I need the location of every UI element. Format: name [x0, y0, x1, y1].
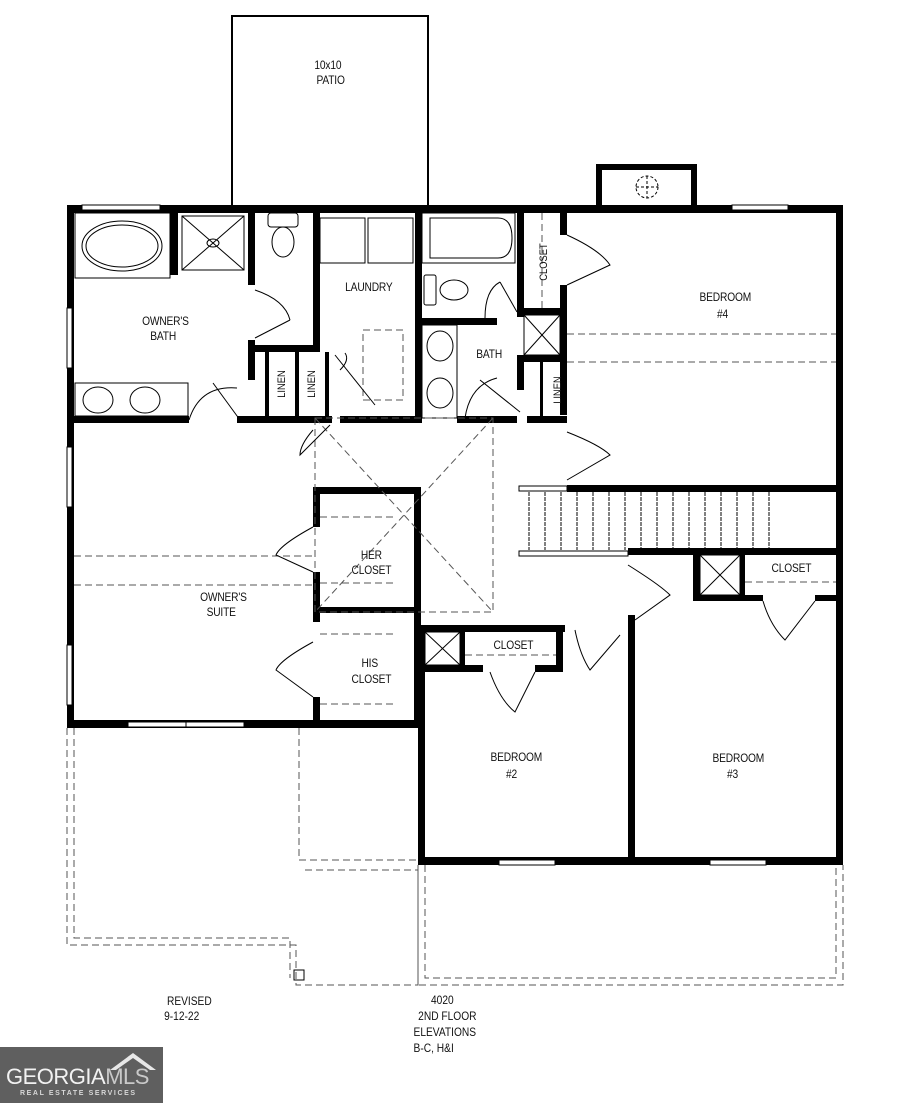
logo-wordmark: GEORGIAMLS [6, 1064, 149, 1090]
her-closet-label-1: HER [360, 548, 382, 562]
bedroom3-closet-label: CLOSET [771, 561, 812, 575]
bedroom4-label-2: #4 [716, 307, 728, 321]
logo-brand-main: GEORGIA [6, 1064, 106, 1089]
linen-label-3: LINEN [552, 376, 565, 404]
bedroom2-closet-label: CLOSET [493, 638, 534, 652]
exterior-walls [67, 205, 843, 865]
her-closet-label-2: CLOSET [351, 563, 392, 577]
revised-date: 9-12-22 [164, 1009, 200, 1023]
owners-bath-label-1: OWNER'S [142, 314, 189, 328]
owners-suite-label-2: SUITE [206, 605, 236, 619]
his-closet-label-2: CLOSET [351, 672, 392, 686]
revised-label: REVISED [166, 994, 212, 1008]
staircase [518, 485, 770, 557]
owners-bath-label-2: BATH [150, 329, 177, 343]
linen-label-1: LINEN [276, 370, 289, 398]
elevations-value: B-C, H&I [413, 1041, 454, 1055]
dashed-lines [66, 213, 844, 986]
patio-size-label: 10x10 [314, 58, 342, 72]
laundry-label: LAUNDRY [345, 280, 393, 294]
bedroom2-label-2: #2 [505, 767, 517, 781]
patio-outline [231, 15, 429, 207]
bath-label: BATH [476, 347, 503, 361]
floor-label: 2ND FLOOR [418, 1009, 477, 1023]
bedroom4-label-1: BEDROOM [699, 290, 752, 304]
georgia-mls-logo: GEORGIAMLS REAL ESTATE SERVICES [0, 1047, 163, 1103]
plan-number: 4020 [431, 993, 454, 1007]
owners-suite-label-1: OWNER'S [200, 590, 247, 604]
logo-brand-accent: MLS [105, 1064, 149, 1089]
patio-label: PATIO [316, 73, 345, 87]
hall-closet-label: CLOSET [538, 243, 551, 281]
interior-walls [67, 205, 843, 860]
bedroom3-label-1: BEDROOM [712, 751, 765, 765]
logo-tagline: REAL ESTATE SERVICES [20, 1090, 137, 1097]
elevations-label: ELEVATIONS [413, 1025, 477, 1039]
his-closet-label-1: HIS [361, 656, 378, 670]
linen-label-2: LINEN [306, 370, 319, 398]
roof-icon [110, 1053, 156, 1070]
bedroom2-label-1: BEDROOM [490, 750, 543, 764]
bedroom3-label-2: #3 [726, 767, 738, 781]
fixtures [74, 212, 741, 666]
doors [188, 234, 816, 713]
